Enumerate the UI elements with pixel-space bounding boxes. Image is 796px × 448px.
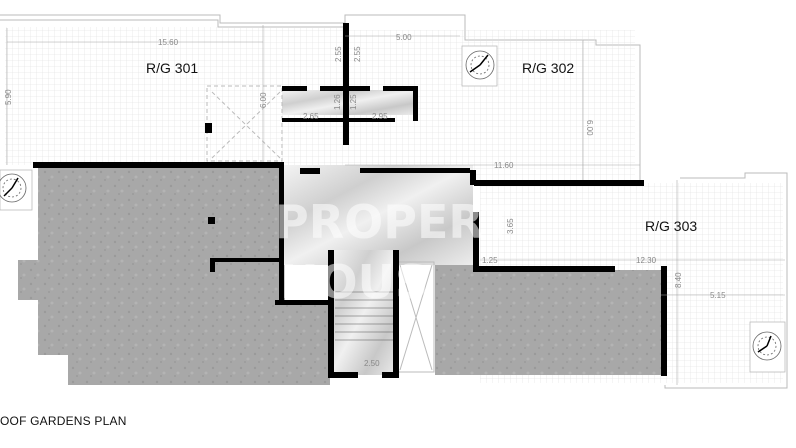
dim-label: 8.40 [674,272,683,288]
walls [33,23,667,378]
marble-bathrooms [282,90,417,115]
plan-caption: OOF GARDENS PLAN [0,414,127,428]
dimension-labels: 15.60 5.90 6.00 2.55 2.55 5.00 6.00 2.65… [4,33,726,368]
dim-label: 12.30 [636,256,657,265]
dim-label: 3.65 [506,218,515,234]
unit-label-rg-302: R/G 302 [522,60,574,76]
stair-core [330,250,398,375]
dim-label: 15.60 [158,38,179,47]
marble-lobby [283,165,473,265]
dim-label: 1.25 [482,256,498,265]
dim-label: 2.50 [364,359,380,368]
watermark: HOUS [280,255,428,309]
dim-label: 2.55 [353,46,362,62]
dimension-lines [6,25,785,385]
stair-treads [335,291,393,341]
dim-label: 6.00 [585,120,594,136]
spiral-stair-icon [461,45,498,87]
concrete-area-west [18,168,330,385]
dim-label: 1.25 [349,94,358,110]
dim-label: 5.00 [396,33,412,42]
dim-label: 6.00 [259,92,268,108]
concrete-area-east [435,248,665,375]
spiral-stair-icon [749,321,786,373]
dim-label: 2.65 [303,112,319,121]
dim-label: 2.95 [372,112,388,121]
dim-label: 5.15 [710,291,726,300]
unit-label-rg-303: R/G 303 [645,218,697,234]
dim-label: 5.90 [4,89,13,105]
watermark: PROPERT [275,195,514,249]
spiral-stair-icon [0,169,33,211]
dim-label: 2.55 [334,46,343,62]
dim-label: 11.60 [494,161,514,170]
dim-label: 1.26 [333,94,342,110]
unit-label-rg-301: R/G 301 [146,60,198,76]
